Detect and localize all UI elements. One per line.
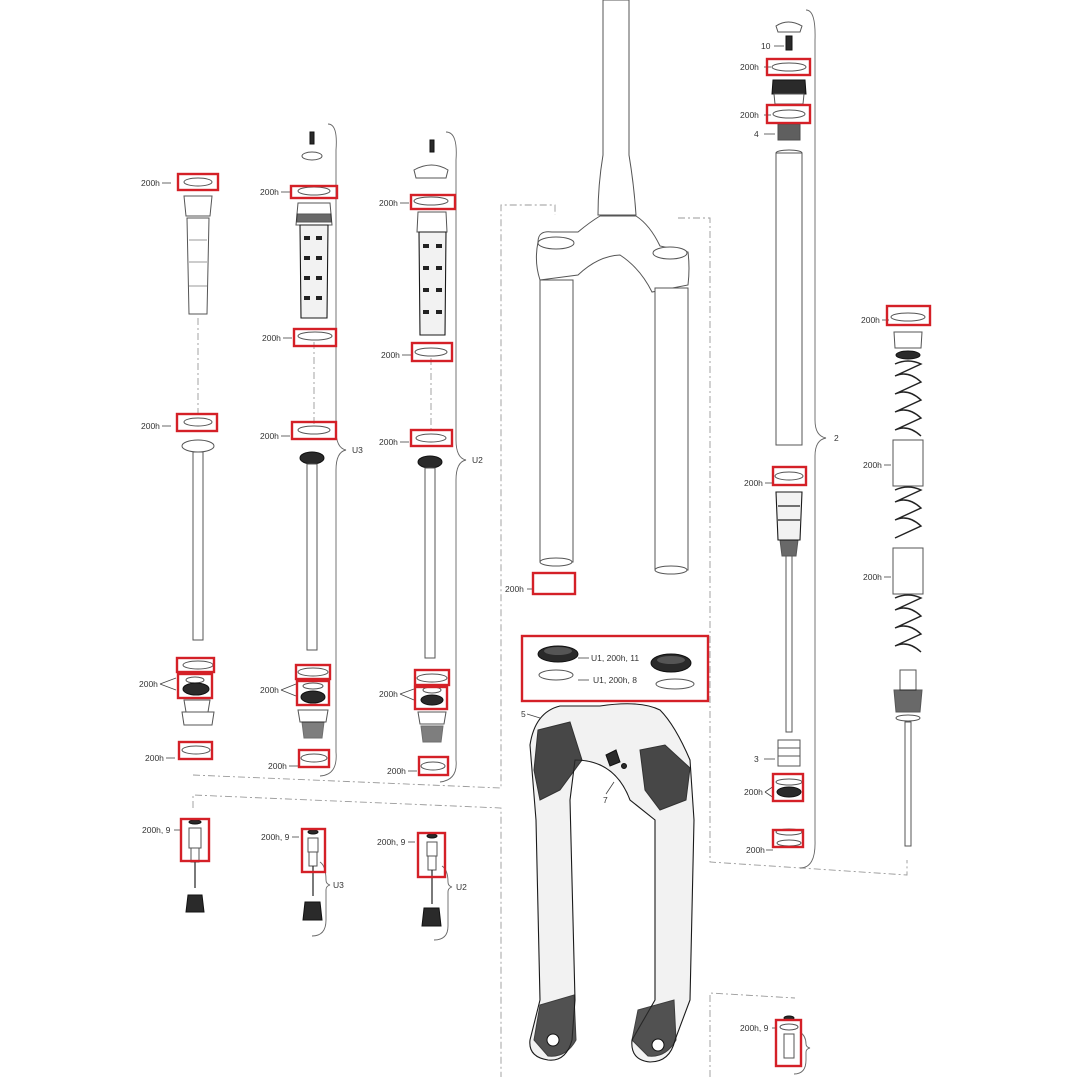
label-u3: U3 (352, 445, 363, 455)
label-u3: U3 (333, 880, 344, 890)
label-4: 4 (754, 129, 759, 139)
group-braces (311, 9, 827, 1075)
callout-labels: 200h 200h 200h 200h 200h 200h 200h 200h … (139, 41, 882, 1033)
label-seal: 200h (260, 431, 279, 441)
dashed-group-outlines (192, 204, 908, 1077)
label-seal: 200h (139, 679, 158, 689)
label-seal: 200h (861, 315, 880, 325)
label-seal-9: 200h, 9 (142, 825, 171, 835)
label-seal: 200h (744, 478, 763, 488)
leader-lines (159, 45, 891, 1029)
label-seal: 200h (744, 787, 763, 797)
label-kit-b: U1, 200h, 8 (593, 675, 637, 685)
label-u2: U2 (456, 882, 467, 892)
label-2: 2 (834, 433, 839, 443)
label-u2: U2 (472, 455, 483, 465)
label-seal: 200h (141, 178, 160, 188)
label-seal-9: 200h, 9 (740, 1023, 769, 1033)
coil-spring-column (890, 312, 926, 847)
label-seal: 200h (863, 460, 882, 470)
fork-lower-legs (529, 703, 695, 1063)
label-seal: 200h (379, 437, 398, 447)
highlight-boxes (175, 57, 932, 1068)
label-seal: 200h (141, 421, 160, 431)
dust-seal-kit (537, 645, 695, 690)
label-5: 5 (521, 709, 526, 719)
label-seal: 200h (740, 110, 759, 120)
label-kit-a: U1, 200h, 11 (591, 653, 639, 663)
label-seal: 200h (379, 689, 398, 699)
label-seal: 200h (387, 766, 406, 776)
damper-column-left (181, 177, 215, 913)
label-7: 7 (603, 795, 608, 805)
label-seal-9: 200h, 9 (261, 832, 290, 842)
label-seal: 200h (145, 753, 164, 763)
label-seal: 200h (268, 761, 287, 771)
label-seal: 200h (262, 333, 281, 343)
damper-column-u3 (295, 131, 333, 921)
damper-column-u2 (413, 139, 449, 927)
label-seal: 200h (260, 685, 279, 695)
label-seal: 200h (863, 572, 882, 582)
label-seal: 200h (740, 62, 759, 72)
label-seal-9: 200h, 9 (377, 837, 406, 847)
air-spring-column (771, 21, 807, 1059)
fork-crown-assembly (535, 0, 690, 575)
label-seal: 200h (260, 187, 279, 197)
label-seal: 200h (505, 584, 524, 594)
label-seal: 200h (379, 198, 398, 208)
label-3: 3 (754, 754, 759, 764)
label-10: 10 (761, 41, 771, 51)
label-seal: 200h (381, 350, 400, 360)
label-seal: 200h (746, 845, 765, 855)
